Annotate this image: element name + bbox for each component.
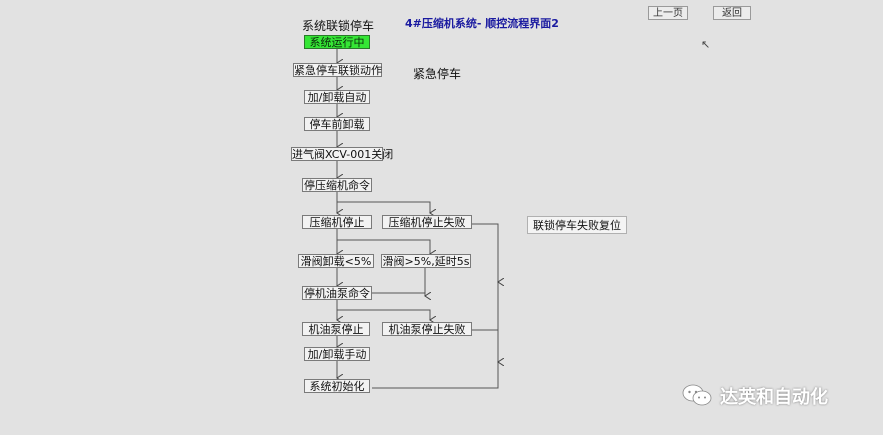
page-title: 4#压缩机系统- 顺控流程界面2 bbox=[405, 17, 559, 30]
step-compressor-stop-fail[interactable]: 压缩机停止失败 bbox=[382, 215, 472, 229]
interlock-fail-reset-button[interactable]: 联锁停车失败复位 bbox=[527, 216, 627, 234]
step-compressor-stopped[interactable]: 压缩机停止 bbox=[302, 215, 372, 229]
step-running[interactable]: 系统运行中 bbox=[304, 35, 370, 49]
prev-page-button[interactable]: 上一页 bbox=[648, 6, 688, 20]
section-label: 系统联锁停车 bbox=[302, 19, 375, 33]
step-oil-pump-stopped[interactable]: 机油泵停止 bbox=[302, 322, 370, 336]
wechat-icon bbox=[682, 384, 712, 406]
watermark: 达英和自动化 bbox=[682, 381, 828, 411]
emergency-stop-label: 紧急停车 bbox=[413, 67, 462, 81]
mouse-cursor-icon: ↖ bbox=[701, 38, 711, 51]
step-slide-valve-unload[interactable]: 滑阀卸载<5% bbox=[298, 254, 374, 268]
step-load-auto[interactable]: 加/卸载自动 bbox=[304, 90, 370, 104]
step-compressor-stop-cmd[interactable]: 停压缩机命令 bbox=[302, 178, 372, 192]
step-unload-before-stop[interactable]: 停车前卸载 bbox=[304, 117, 370, 131]
step-emergency-interlock[interactable]: 紧急停车联锁动作 bbox=[293, 63, 382, 77]
step-oil-pump-stop-cmd[interactable]: 停机油泵命令 bbox=[302, 286, 372, 300]
back-button[interactable]: 返回 bbox=[713, 6, 751, 20]
step-oil-pump-stop-fail[interactable]: 机油泵停止失败 bbox=[382, 322, 472, 336]
watermark-text: 达英和自动化 bbox=[720, 387, 828, 408]
step-valve-xcv001-close[interactable]: 进气阀XCV-001关闭 bbox=[291, 147, 394, 161]
step-load-manual[interactable]: 加/卸载手动 bbox=[304, 347, 370, 361]
step-slide-valve-delay[interactable]: 滑阀>5%,延时5s bbox=[381, 254, 471, 268]
step-system-init[interactable]: 系统初始化 bbox=[304, 379, 370, 393]
